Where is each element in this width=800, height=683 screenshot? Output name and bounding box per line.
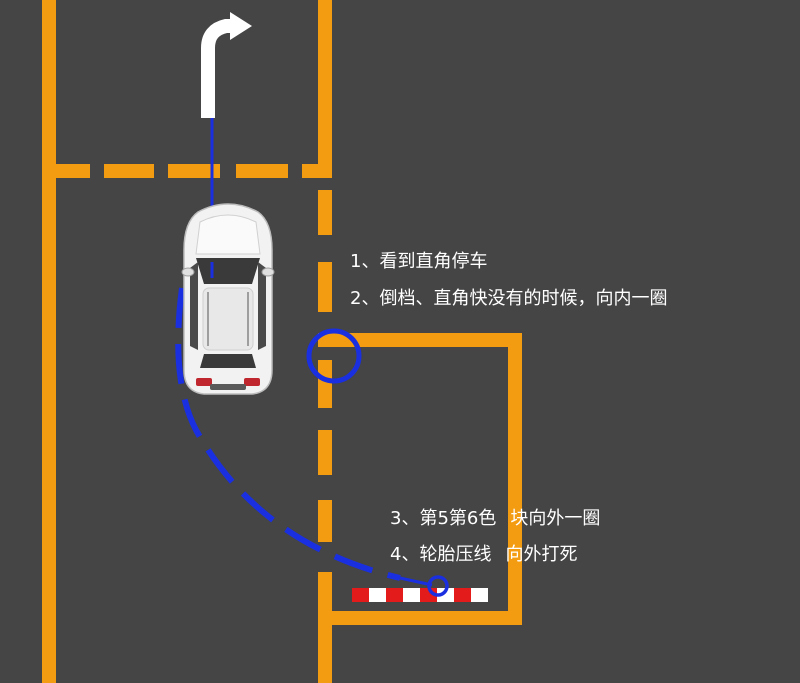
small-circle-marker-icon <box>427 575 449 597</box>
instruction-4-text2: 向外打死 <box>505 544 578 565</box>
instruction-2-number: 2、 <box>350 288 380 309</box>
instruction-1-number: 1、 <box>350 251 380 272</box>
upper-right-lane-line <box>318 0 332 178</box>
instruction-1-text: 看到直角停车 <box>379 251 488 272</box>
reverse-path-end <box>399 576 433 587</box>
instruction-4-text: 轮胎压线 <box>419 544 492 565</box>
curb-strip <box>352 588 488 602</box>
instruction-4: 4、轮胎压线向外打死 <box>390 543 577 567</box>
circle-marker-icon <box>306 328 362 384</box>
dashed-stop-line <box>56 164 332 178</box>
instruction-2: 2、倒档、直角快没有的时候，向内一圈 <box>350 287 667 311</box>
instruction-3-text2: 块向外一圈 <box>510 508 601 529</box>
instruction-3-text: 第5第6色 <box>419 508 497 529</box>
dashed-side-line <box>318 190 332 542</box>
instruction-3-number: 3、 <box>390 508 420 529</box>
parking-bay <box>318 333 522 683</box>
left-lane-line <box>42 0 56 683</box>
instruction-2-text: 倒档、直角快没有的时候，向内一圈 <box>379 288 668 309</box>
car-top-view-icon <box>181 203 275 395</box>
instruction-3: 3、第5第6色块向外一圈 <box>390 507 600 531</box>
instruction-4-number: 4、 <box>390 544 420 565</box>
instruction-1: 1、看到直角停车 <box>350 250 487 274</box>
reverse-path <box>175 287 401 581</box>
turn-right-arrow-icon <box>201 12 252 118</box>
